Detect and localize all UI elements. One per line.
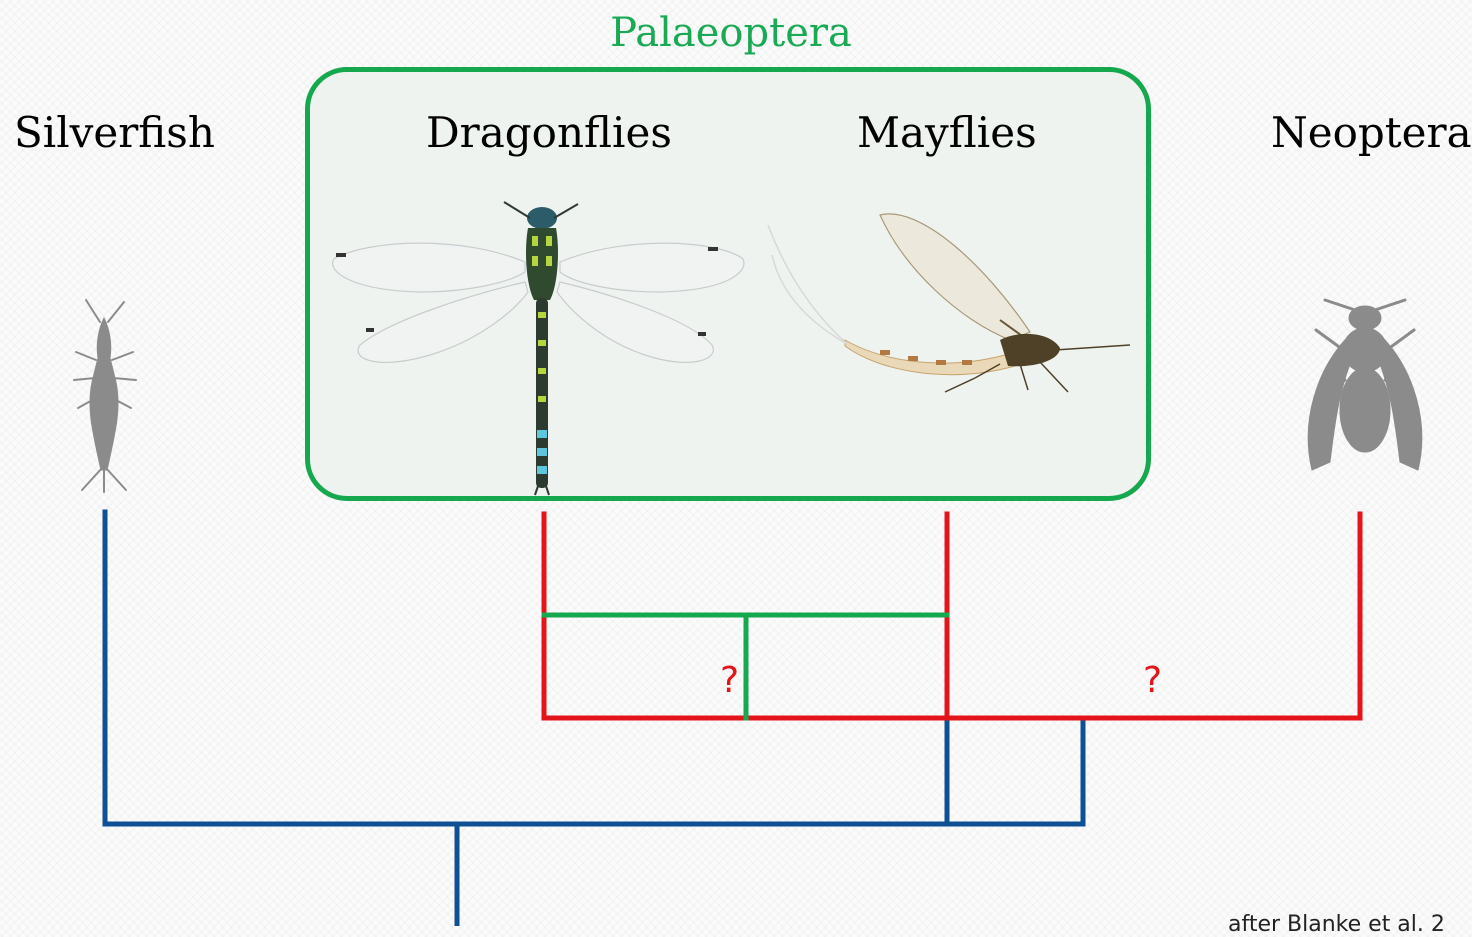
tree-green-branches — [544, 615, 947, 718]
citation: after Blanke et al. 2 — [1228, 912, 1445, 937]
dragonfly-icon — [333, 202, 744, 495]
uncertain-mark-left: ? — [720, 660, 739, 701]
mayfly-icon — [768, 214, 1130, 392]
silverfish-icon — [74, 300, 136, 492]
wasp-icon — [1308, 300, 1422, 470]
uncertain-mark-right: ? — [1143, 660, 1162, 701]
